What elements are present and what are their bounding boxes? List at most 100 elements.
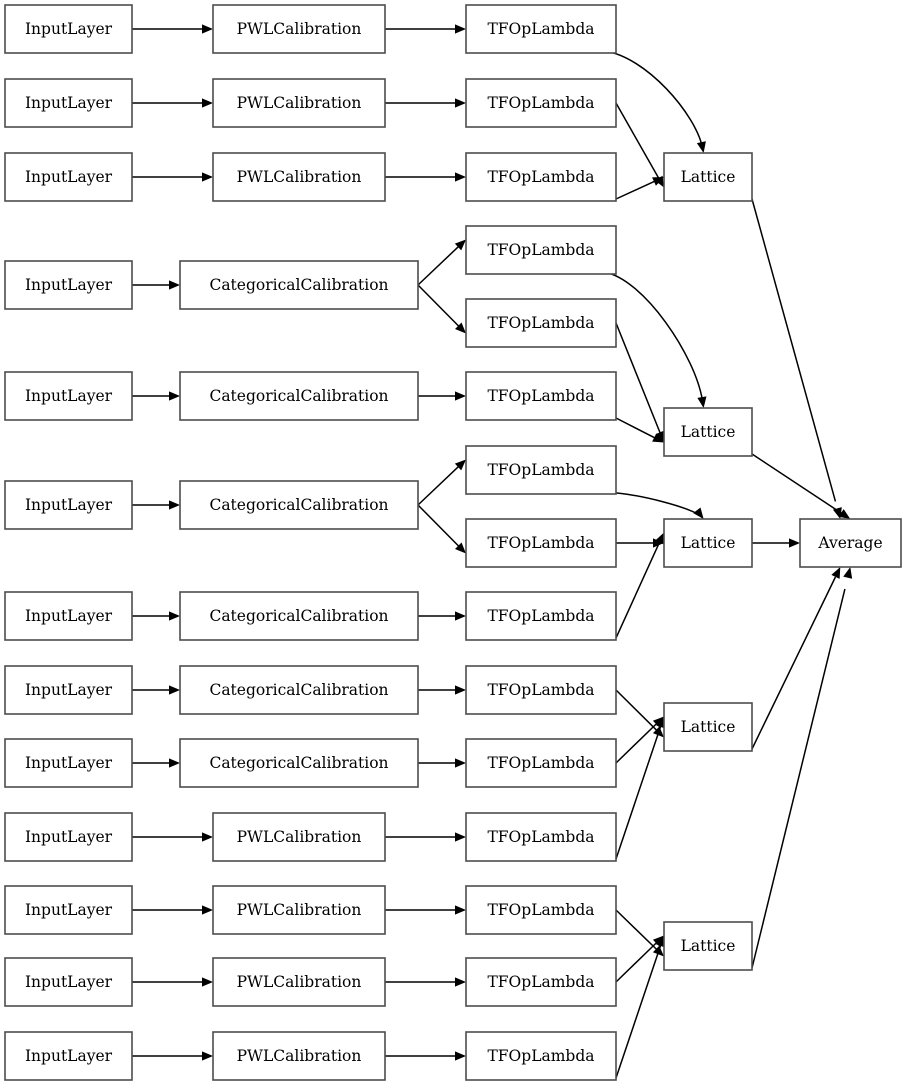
node-lattice[interactable]: Lattice	[663, 152, 753, 202]
node-tfop-lambda[interactable]: TFOpLambda	[465, 1031, 617, 1081]
node-input-layer[interactable]: InputLayer	[4, 665, 133, 715]
node-tfop-lambda[interactable]: TFOpLambda	[465, 371, 617, 421]
edge-lattice-to-average	[752, 538, 800, 548]
node-tfop-lambda[interactable]: TFOpLambda	[465, 225, 617, 275]
node-box[interactable]	[4, 78, 133, 128]
node-box[interactable]	[465, 445, 617, 495]
node-box[interactable]	[663, 152, 753, 202]
node-tfop-lambda[interactable]: TFOpLambda	[465, 738, 617, 788]
node-tfop-lambda[interactable]: TFOpLambda	[465, 591, 617, 641]
node-box[interactable]	[4, 885, 133, 935]
node-pwlcalibration[interactable]: PWLCalibration	[212, 812, 386, 862]
node-box[interactable]	[212, 4, 386, 54]
edge-arrowhead-icon	[652, 177, 664, 186]
node-box[interactable]	[4, 480, 133, 530]
node-input-layer[interactable]: InputLayer	[4, 591, 133, 641]
node-pwlcalibration[interactable]: PWLCalibration	[212, 152, 386, 202]
node-categorical-calibration[interactable]: CategoricalCalibration	[179, 665, 419, 715]
node-box[interactable]	[465, 225, 617, 275]
edge-line	[615, 718, 662, 764]
node-tfop-lambda[interactable]: TFOpLambda	[465, 518, 617, 568]
edge-arrowhead-icon	[169, 280, 180, 290]
node-box[interactable]	[4, 812, 133, 862]
node-box[interactable]	[4, 4, 133, 54]
node-box[interactable]	[465, 4, 617, 54]
node-box[interactable]	[465, 591, 617, 641]
node-box[interactable]	[663, 921, 753, 971]
node-box[interactable]	[663, 702, 753, 752]
node-input-layer[interactable]: InputLayer	[4, 78, 133, 128]
node-box[interactable]	[179, 591, 419, 641]
node-box[interactable]	[465, 812, 617, 862]
node-tfop-lambda[interactable]: TFOpLambda	[465, 298, 617, 348]
node-box[interactable]	[4, 665, 133, 715]
node-box[interactable]	[799, 518, 902, 568]
node-categorical-calibration[interactable]: CategoricalCalibration	[179, 260, 419, 310]
node-input-layer[interactable]: InputLayer	[4, 152, 133, 202]
node-box[interactable]	[212, 78, 386, 128]
node-categorical-calibration[interactable]: CategoricalCalibration	[179, 371, 419, 421]
node-lattice[interactable]: Lattice	[663, 518, 753, 568]
node-average[interactable]: Average	[799, 518, 902, 568]
node-pwlcalibration[interactable]: PWLCalibration	[212, 4, 386, 54]
node-categorical-calibration[interactable]: CategoricalCalibration	[179, 591, 419, 641]
node-box[interactable]	[465, 518, 617, 568]
node-box[interactable]	[465, 957, 617, 1007]
node-input-layer[interactable]: InputLayer	[4, 957, 133, 1007]
node-box[interactable]	[465, 298, 617, 348]
node-pwlcalibration[interactable]: PWLCalibration	[212, 78, 386, 128]
node-box[interactable]	[4, 260, 133, 310]
node-pwlcalibration[interactable]: PWLCalibration	[212, 885, 386, 935]
node-box[interactable]	[4, 1031, 133, 1081]
node-box[interactable]	[663, 518, 753, 568]
node-box[interactable]	[4, 152, 133, 202]
node-input-layer[interactable]: InputLayer	[4, 260, 133, 310]
node-input-layer[interactable]: InputLayer	[4, 1031, 133, 1081]
node-box[interactable]	[212, 1031, 386, 1081]
node-tfop-lambda[interactable]: TFOpLambda	[465, 665, 617, 715]
node-input-layer[interactable]: InputLayer	[4, 4, 133, 54]
node-box[interactable]	[465, 1031, 617, 1081]
node-box[interactable]	[4, 957, 133, 1007]
node-box[interactable]	[179, 260, 419, 310]
node-lattice[interactable]: Lattice	[663, 407, 753, 457]
node-box[interactable]	[465, 738, 617, 788]
node-box[interactable]	[4, 738, 133, 788]
node-lattice[interactable]: Lattice	[663, 702, 753, 752]
node-input-layer[interactable]: InputLayer	[4, 738, 133, 788]
node-box[interactable]	[465, 78, 617, 128]
node-box[interactable]	[465, 152, 617, 202]
node-categorical-calibration[interactable]: CategoricalCalibration	[179, 480, 419, 530]
node-pwlcalibration[interactable]: PWLCalibration	[212, 1031, 386, 1081]
node-pwlcalibration[interactable]: PWLCalibration	[212, 957, 386, 1007]
node-input-layer[interactable]: InputLayer	[4, 371, 133, 421]
node-categorical-calibration[interactable]: CategoricalCalibration	[179, 738, 419, 788]
node-input-layer[interactable]: InputLayer	[4, 480, 133, 530]
node-box[interactable]	[212, 957, 386, 1007]
node-tfop-lambda[interactable]: TFOpLambda	[465, 152, 617, 202]
edge-arrowhead-icon	[652, 433, 664, 443]
node-input-layer[interactable]: InputLayer	[4, 812, 133, 862]
node-box[interactable]	[179, 371, 419, 421]
node-box[interactable]	[179, 480, 419, 530]
edge-pwlcalibration-to-tfop-lambda	[385, 832, 466, 842]
node-box[interactable]	[4, 371, 133, 421]
node-input-layer[interactable]: InputLayer	[4, 885, 133, 935]
node-box[interactable]	[212, 885, 386, 935]
node-tfop-lambda[interactable]: TFOpLambda	[465, 4, 617, 54]
node-tfop-lambda[interactable]: TFOpLambda	[465, 445, 617, 495]
node-lattice[interactable]: Lattice	[663, 921, 753, 971]
node-tfop-lambda[interactable]: TFOpLambda	[465, 885, 617, 935]
node-box[interactable]	[4, 591, 133, 641]
node-box[interactable]	[465, 885, 617, 935]
node-box[interactable]	[465, 371, 617, 421]
node-box[interactable]	[212, 812, 386, 862]
node-box[interactable]	[179, 665, 419, 715]
node-box[interactable]	[179, 738, 419, 788]
node-tfop-lambda[interactable]: TFOpLambda	[465, 812, 617, 862]
node-box[interactable]	[465, 665, 617, 715]
node-box[interactable]	[212, 152, 386, 202]
node-box[interactable]	[663, 407, 753, 457]
node-tfop-lambda[interactable]: TFOpLambda	[465, 78, 617, 128]
node-tfop-lambda[interactable]: TFOpLambda	[465, 957, 617, 1007]
